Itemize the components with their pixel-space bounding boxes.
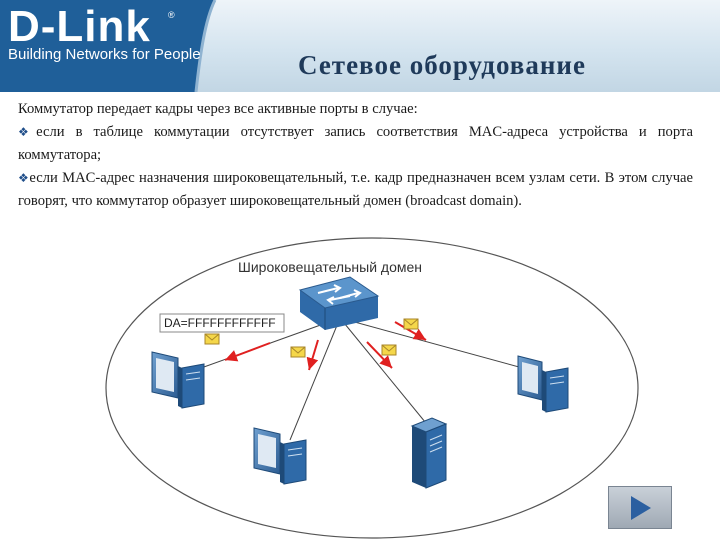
logo-registered: ® [168, 10, 175, 20]
envelope-icon [403, 318, 419, 330]
bullet-text: если в таблице коммутации отсутствует за… [18, 124, 693, 163]
network-links [189, 317, 531, 441]
play-icon [631, 496, 651, 520]
intro-paragraph: Коммутатор передает кадры через все акти… [18, 101, 418, 117]
slide-title: Сетевое оборудование [298, 50, 586, 80]
server-icon [410, 417, 448, 489]
next-slide-button[interactable] [608, 486, 672, 529]
bullet-item: ❖если MAC-адрес назначения широковещател… [18, 167, 693, 213]
envelope-icon [204, 333, 220, 345]
dlink-logo: D-Link ® Building Networks for People [0, 0, 201, 66]
computer-icon [517, 355, 569, 413]
bullet-text: если MAC-адрес назначения широковещатель… [18, 170, 693, 209]
domain-label: Широковещательный домен [238, 259, 422, 275]
bullet-item: ❖если в таблице коммутации отсутствует з… [18, 121, 693, 167]
logo-brand: D-Link [8, 2, 151, 51]
frame-label-box [159, 313, 285, 333]
diamond-bullet-icon: ❖ [18, 125, 37, 139]
domain-ellipse [105, 237, 639, 539]
header-decoration [0, 0, 217, 92]
frame-arrows [224, 321, 427, 371]
diamond-bullet-icon: ❖ [18, 171, 30, 185]
body-text: Коммутатор передает кадры через все акти… [18, 98, 693, 213]
logo-edge [194, 0, 217, 92]
frame-label: DA=FFFFFFFFFFFF [164, 316, 276, 330]
switch-icon [298, 276, 380, 330]
logo-background [0, 0, 215, 92]
computer-icon [253, 427, 307, 485]
envelope-icon [290, 346, 306, 358]
envelope-icon [381, 344, 397, 356]
logo-tagline: Building Networks for People [8, 46, 201, 63]
computer-icon [151, 351, 205, 409]
